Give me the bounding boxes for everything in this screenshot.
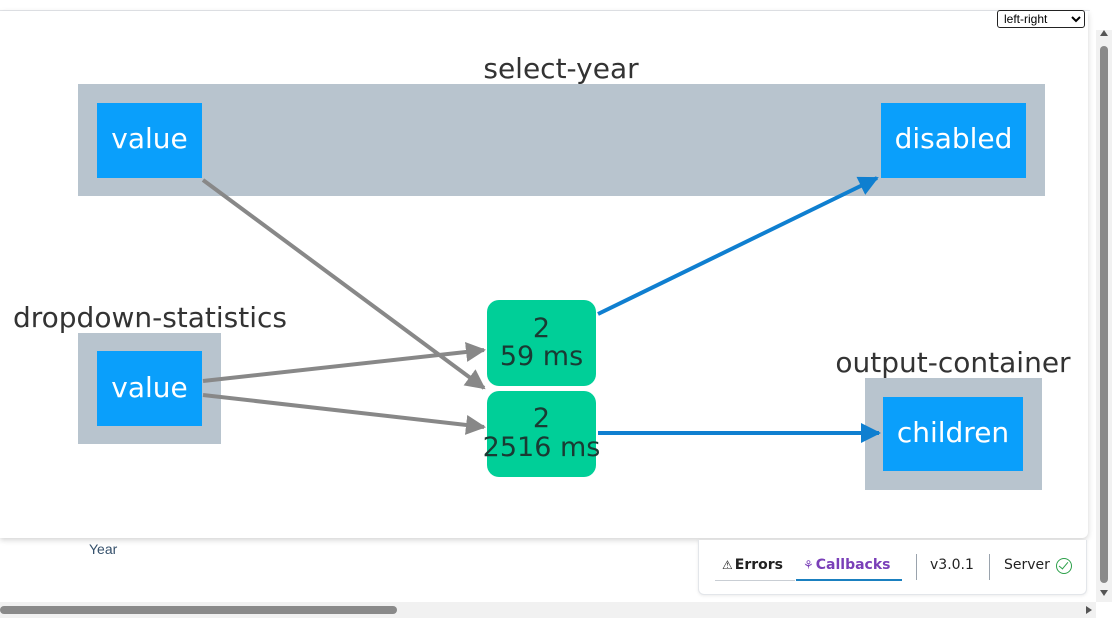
edge-callback-1-to-disabled — [597, 176, 879, 316]
devtools-divider — [916, 554, 917, 580]
callback-1-count: 2 — [533, 313, 550, 344]
node-dropdown-statistics-value[interactable] — [97, 351, 202, 426]
scroll-down-arrow-icon[interactable] — [1100, 590, 1108, 596]
callbacks-tab-label: Callbacks — [815, 557, 891, 573]
node-select-year-disabled[interactable] — [881, 103, 1026, 178]
errors-tab-underline — [715, 580, 795, 581]
node-label-select-year-disabled: disabled — [895, 122, 1013, 155]
edge-dropdown-value-to-callback-1 — [202, 342, 486, 383]
edge-dropdown-value-to-callback-2 — [202, 393, 486, 435]
edge-select-year-value-to-callback-2 — [201, 178, 486, 390]
devtools-divider — [989, 554, 990, 580]
callback-2-count: 2 — [533, 403, 550, 434]
callback-2-time: 2516 ms — [483, 432, 601, 463]
callback-node-1[interactable] — [487, 300, 596, 386]
callback-graph[interactable]: select-year value disabled dropdown-stat… — [0, 0, 1090, 540]
warning-icon: ⚠ — [722, 558, 733, 572]
group-label-output-container: output-container — [835, 346, 1071, 379]
horizontal-scrollbar-thumb[interactable] — [0, 606, 397, 614]
year-label: Year — [89, 541, 118, 557]
node-label-select-year-value: value — [111, 122, 187, 155]
check-circle-icon — [1056, 558, 1072, 574]
top-divider — [0, 10, 1090, 11]
node-output-container-children[interactable] — [883, 397, 1023, 471]
group-label-select-year: select-year — [483, 52, 639, 85]
scroll-right-arrow-icon[interactable] — [1086, 606, 1092, 614]
errors-tab-label: Errors — [734, 557, 783, 573]
vertical-scrollbar-thumb[interactable] — [1100, 46, 1108, 583]
errors-tab[interactable]: ⚠Errors — [722, 557, 783, 573]
callback-node-2[interactable] — [487, 391, 596, 477]
callbacks-graph-icon: ⚘ — [803, 558, 814, 572]
node-label-output-container-children: children — [897, 416, 1009, 449]
dash-devtools-bar: ⚠Errors ⚘Callbacks v3.0.1 Server — [698, 540, 1087, 595]
callbacks-tab[interactable]: ⚘Callbacks — [803, 557, 891, 573]
group-label-dropdown-statistics: dropdown-statistics — [13, 301, 287, 334]
dash-version: v3.0.1 — [930, 557, 974, 573]
server-status-label[interactable]: Server — [1004, 557, 1050, 573]
callbacks-tab-active-underline — [796, 579, 902, 581]
node-label-dropdown-statistics-value: value — [111, 371, 187, 404]
scroll-up-arrow-icon[interactable] — [1100, 30, 1108, 36]
graph-layout-select[interactable]: left-right — [997, 10, 1085, 28]
node-select-year-value[interactable] — [97, 103, 202, 178]
callback-1-time: 59 ms — [500, 341, 583, 372]
